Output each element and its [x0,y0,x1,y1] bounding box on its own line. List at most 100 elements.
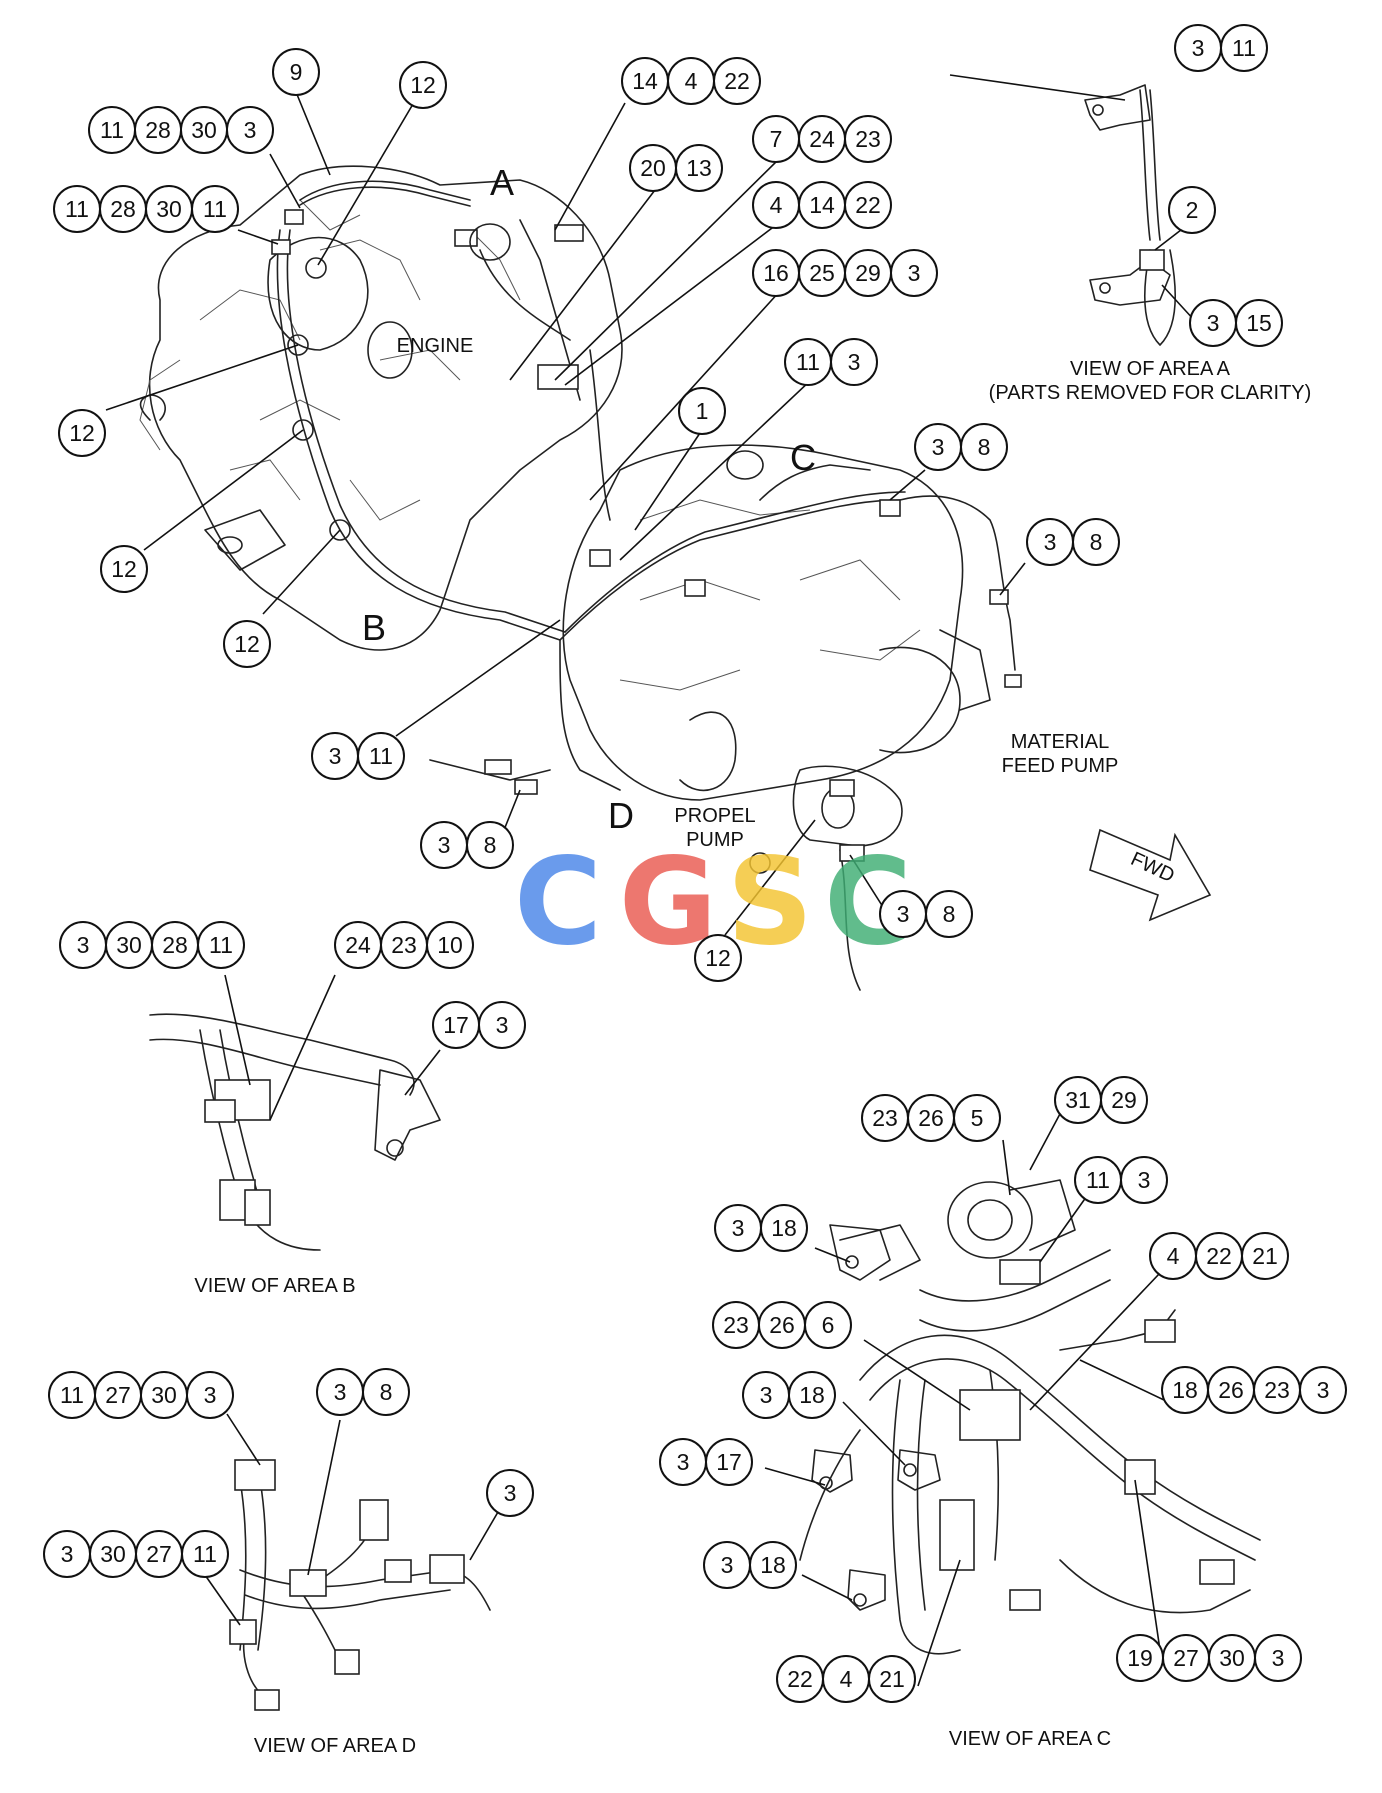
leader-lines [105,74,1196,1687]
callout-number: 26 [1218,1377,1244,1403]
callout-number: 14 [809,192,835,218]
callout-number: 11 [60,1382,84,1408]
callout-number: 4 [1167,1243,1180,1269]
callout-number: 3 [204,1382,217,1408]
view-a-caption-line2: (PARTS REMOVED FOR CLARITY) [989,382,1312,404]
callout-number: 21 [879,1666,905,1692]
area-letter-b: B [362,607,386,648]
callout-number: 30 [191,117,217,143]
callout-circle [226,106,274,154]
callout-circle [466,821,514,869]
callout-number: 11 [1232,35,1256,61]
area-letter-d: D [608,795,634,836]
callout-number: 3 [329,743,342,769]
callout-number: 16 [763,260,789,286]
material-feed-pump-label-line1: MATERIAL [1011,731,1110,753]
callout-number: 3 [677,1449,690,1475]
engine-assembly-art [139,165,1022,991]
callout-circle [804,1301,852,1349]
view-b-caption: VIEW OF AREA B [194,1275,355,1297]
callout-number: 11 [193,1541,217,1567]
callout-circle [1120,1156,1168,1204]
callout-circle [1168,186,1216,234]
callout-number: 3 [61,1541,74,1567]
callout-circle [890,249,938,297]
callout-number: 2 [1186,197,1199,223]
material-feed-pump-label-line2: FEED PUMP [1002,755,1119,777]
callout-number: 5 [971,1105,984,1131]
callout-number: 12 [410,72,436,98]
callout-number: 11 [203,196,227,222]
callout-number: 3 [1138,1167,1151,1193]
callout-number: 22 [1206,1243,1232,1269]
callout-circle [1254,1634,1302,1682]
callout-circle [925,890,973,938]
callout-number: 3 [760,1382,773,1408]
callout-number: 30 [116,932,142,958]
callout-number: 17 [443,1012,469,1038]
callout-circle [478,1001,526,1049]
callout-number: 28 [110,196,136,222]
propel-pump-label-line2: PUMP [686,829,744,851]
watermark-letter-c1: C [514,834,602,973]
callout-c1: 1 [678,387,726,435]
callout-c9: 9 [272,48,320,96]
callout-number: 3 [1044,529,1057,555]
callout-number: 8 [943,901,956,927]
view-d-caption: VIEW OF AREA D [254,1735,416,1757]
callout-number: 31 [1065,1087,1091,1113]
callout-number: 3 [77,932,90,958]
callout-number: 15 [1246,310,1272,336]
callout-cc-23-26-5: 23 26 5 [861,1094,1001,1142]
callout-circle [426,921,474,969]
callout-circle [1220,24,1268,72]
callout-number: 25 [809,260,835,286]
callout-number: 3 [504,1480,517,1506]
callout-number: 30 [156,196,182,222]
callout-a-2: 2 [1168,186,1216,234]
callout-number: 12 [234,631,260,657]
callout-circle [760,1204,808,1252]
callout-circle [868,1655,916,1703]
callout-circle [362,1368,410,1416]
view-a-caption-line1: VIEW OF AREA A [1070,358,1231,380]
view-b-art [149,1013,441,1251]
callout-number: 23 [872,1105,898,1131]
callout-number: 24 [345,932,371,958]
callout-number: 12 [69,420,95,446]
callout-number: 11 [369,743,393,769]
callout-number: 3 [721,1552,734,1578]
callout-number: 3 [732,1215,745,1241]
callout-number: 29 [855,260,881,286]
callout-number: 14 [632,68,658,94]
callout-circle [678,387,726,435]
callout-circle [1100,1076,1148,1124]
callout-number: 26 [918,1105,944,1131]
callout-number: 8 [380,1379,393,1405]
callout-number: 10 [437,932,463,958]
callout-number: 7 [770,126,783,152]
callout-number: 23 [855,126,881,152]
callout-number: 6 [822,1312,835,1338]
callout-circle [705,1438,753,1486]
callout-circle [749,1541,797,1589]
callout-circle [713,57,761,105]
callout-number: 11 [1086,1167,1110,1193]
callout-number: 24 [809,126,835,152]
